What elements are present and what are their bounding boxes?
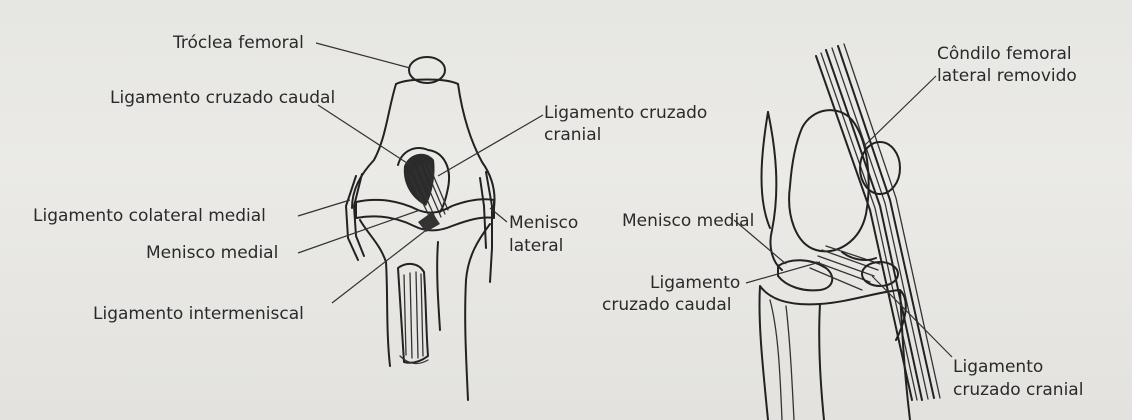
label-condyle-1: Côndilo femoral — [937, 44, 1072, 64]
label-cranial-cruciate-1: Ligamento cruzado — [544, 103, 707, 123]
label-medial-meniscus-left: Menisco medial — [146, 243, 278, 263]
label-lateral-meniscus-1: Menisco — [509, 213, 578, 233]
label-lateral-meniscus-2: lateral — [509, 236, 563, 256]
tibia-right — [759, 286, 910, 420]
condyle-cut-surface — [789, 110, 869, 251]
label-cranial-right-2: cruzado cranial — [953, 380, 1083, 400]
label-caudal-right-2: cruzado caudal — [602, 295, 732, 315]
label-cranial-cruciate-2: cranial — [544, 125, 601, 145]
label-caudal-cruciate: Ligamento cruzado caudal — [110, 88, 335, 108]
label-medial-meniscus-right: Menisco medial — [622, 211, 754, 231]
lateral-collateral-ligament — [480, 172, 492, 282]
label-medial-collateral: Ligamento colateral medial — [33, 206, 266, 226]
label-trochlea: Tróclea femoral — [173, 33, 304, 53]
tibial-crest — [398, 264, 428, 363]
right-knee-figure — [759, 44, 940, 420]
label-intermeniscal: Ligamento intermeniscal — [93, 304, 304, 324]
label-caudal-right-1: Ligamento — [650, 273, 740, 293]
femur-shaft — [768, 112, 782, 270]
label-cranial-right-1: Ligamento — [953, 357, 1043, 377]
label-condyle-2: lateral removido — [937, 66, 1077, 86]
caudal-cruciate-ligament — [404, 154, 435, 206]
